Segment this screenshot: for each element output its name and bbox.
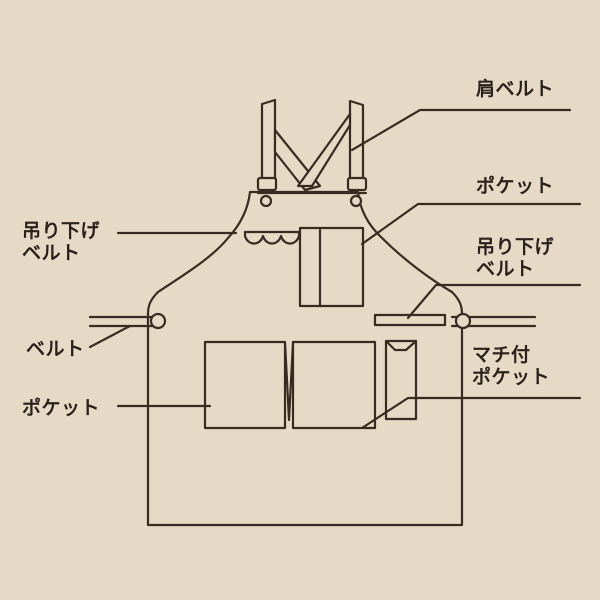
front-pocket-left bbox=[203, 340, 287, 430]
leader-gusset-pocket bbox=[360, 396, 582, 430]
label-waist-belt: ベルト bbox=[26, 338, 85, 360]
label-hanging-belt-left: 吊り下げ ベルト bbox=[22, 220, 101, 264]
label-front-pocket: ポケット bbox=[22, 397, 101, 419]
hanging-belt-loop bbox=[243, 230, 301, 245]
front-pocket-right bbox=[291, 340, 377, 430]
gusset-pocket bbox=[384, 339, 418, 421]
leader-hanging-belt-right bbox=[406, 283, 582, 320]
rivet-left bbox=[259, 194, 273, 208]
shoulder-strap-cross-b bbox=[296, 112, 352, 188]
label-chest-pocket: ポケット bbox=[476, 175, 555, 197]
leader-shoulder-belt bbox=[350, 108, 572, 152]
waist-rivet-left bbox=[149, 312, 167, 330]
label-gusset-pocket: マチ付 ポケット bbox=[472, 344, 551, 388]
buckle-left bbox=[256, 176, 278, 192]
waist-rivet-right bbox=[454, 312, 472, 330]
label-hanging-belt-right: 吊り下げ ベルト bbox=[476, 236, 555, 280]
apron-body bbox=[146, 190, 464, 527]
rivet-right bbox=[349, 194, 363, 208]
leader-chest-pocket bbox=[360, 202, 582, 246]
leader-waist-belt bbox=[88, 324, 132, 349]
buckle-right bbox=[346, 176, 368, 192]
shoulder-strap-left bbox=[260, 98, 277, 188]
chest-pocket bbox=[298, 226, 365, 308]
label-shoulder-belt: 肩ベルト bbox=[476, 78, 555, 100]
